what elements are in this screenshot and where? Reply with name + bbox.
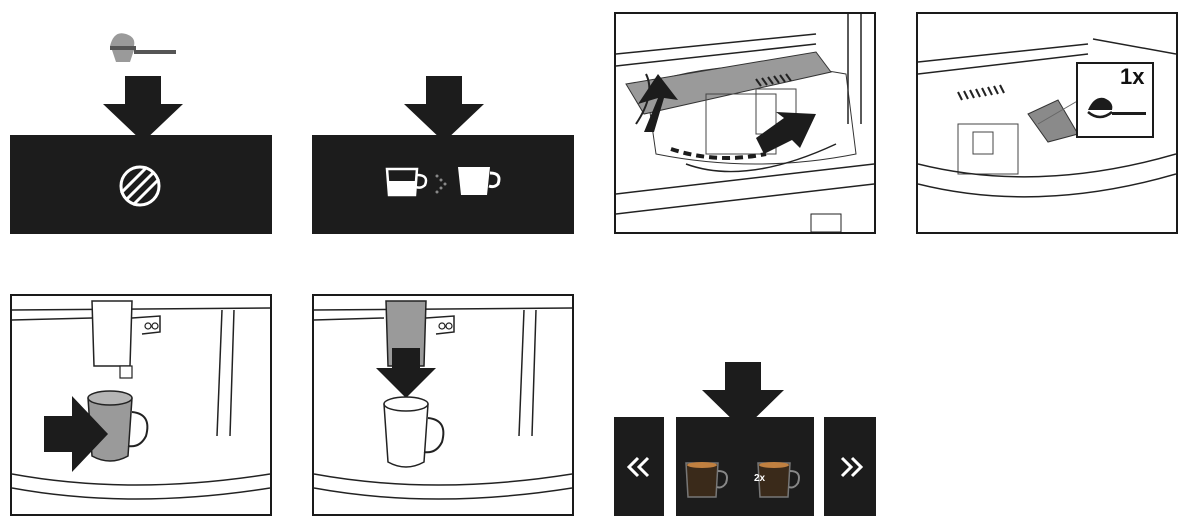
scoop-count-label: 1x bbox=[1120, 64, 1145, 89]
espresso-cup-icon[interactable] bbox=[682, 457, 732, 506]
display-nav-left bbox=[614, 417, 664, 516]
step-select-cup-count: 2x bbox=[614, 362, 876, 516]
display-cup-options: 2x bbox=[676, 417, 814, 516]
chevron-left-icon[interactable] bbox=[626, 455, 652, 484]
down-arrow-icon bbox=[404, 76, 484, 142]
illustration-brew-into-cup bbox=[312, 294, 574, 516]
dose-callout: 1x bbox=[1076, 62, 1154, 138]
arrow-dots-icon bbox=[434, 173, 448, 195]
illustration-open-lid bbox=[614, 12, 876, 234]
down-arrow-icon bbox=[103, 76, 183, 142]
display-panel bbox=[10, 135, 272, 234]
step-cup-size-select bbox=[312, 20, 574, 234]
step-ground-coffee-select bbox=[10, 20, 272, 234]
illustration-place-cup bbox=[10, 294, 272, 516]
illustration-add-ground-coffee: 1x bbox=[916, 12, 1178, 234]
double-espresso-cup-icon[interactable] bbox=[754, 457, 804, 506]
double-cup-count-label: 2x bbox=[754, 473, 766, 484]
small-cup-icon[interactable] bbox=[385, 167, 431, 199]
down-arrow-icon bbox=[702, 362, 784, 430]
big-cup-icon[interactable] bbox=[456, 165, 504, 199]
display-nav-right bbox=[824, 417, 876, 516]
chevron-right-icon[interactable] bbox=[838, 455, 864, 484]
bean-off-icon[interactable] bbox=[117, 163, 163, 209]
display-panel bbox=[312, 135, 574, 234]
coffee-scoop-icon bbox=[108, 28, 178, 66]
